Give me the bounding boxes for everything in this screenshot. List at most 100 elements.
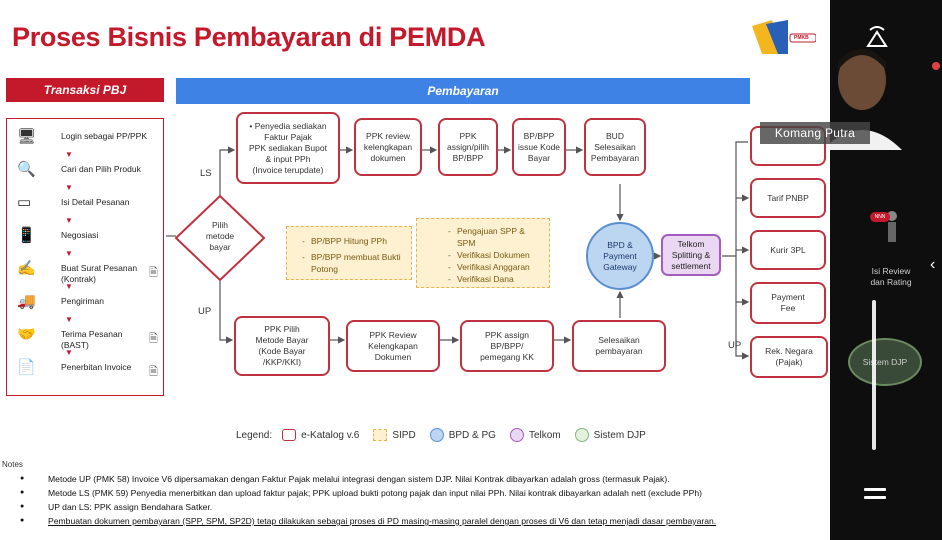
transaksi-step: ▭Isi Detail Pesanan▼ [7, 191, 165, 225]
legend-title: Legend: [236, 429, 273, 441]
legend-label: e-Katalog v.6 [301, 429, 360, 441]
legend-item: SIPD [373, 429, 416, 441]
transaksi-panel: 🖥 Login sebagai PP/PPK ▼ 🔍 Cari dan Pilih Pr… [6, 118, 164, 396]
transaksi-step-label: Cari dan Pilih Produk [61, 164, 141, 174]
sipd-note-item: BP/BPP Hitung PPh [302, 235, 407, 247]
phone-icon: 📱 [17, 227, 36, 244]
legend: Legend: e-Katalog v.6 SIPD BPD & PG Telk… [236, 428, 646, 442]
step-arrow-icon: ▼ [65, 348, 73, 357]
legend-swatch [574, 428, 589, 442]
ls-step-ppk-assign: PPK assign/pilih BP/BPP [438, 118, 498, 176]
ls-step-bud: BUD Selesaikan Pembayaran [584, 118, 646, 176]
note-item: UP dan LS: PPK assign Bendahara Satker. [2, 500, 716, 514]
legend-item: Telkom [509, 428, 561, 442]
sipd-note-item: Verifikasi Dana [448, 273, 545, 285]
transaksi-step: ✍ Buat Surat Pesanan (Kontrak)▼ 🗎 [7, 257, 165, 291]
more-dot-icon[interactable] [932, 62, 940, 70]
ls-step-kode-bayar: BP/BPP issue Kode Bayar [512, 118, 566, 176]
step-arrow-icon: ▼ [65, 315, 73, 324]
sipd-note-spp-list: Pengajuan SPP & SPM Verifikasi Dokumen V… [445, 225, 545, 285]
banner-pembayaran-label: Pembayaran [427, 84, 499, 98]
step-arrow-icon: ▼ [65, 150, 73, 159]
form-icon: ▭ [17, 194, 32, 211]
sistem-djp-label: Sistem DJP [862, 357, 908, 367]
up-step-selesaikan: Selesaikan pembayaran [572, 320, 666, 372]
legend-label: BPD & PG [448, 429, 496, 441]
transaksi-step: 🤝 Terima Pesanan (BAST)▼ 🗎 [7, 323, 165, 357]
transaksi-step-label: Penerbitan Invoice [61, 362, 132, 372]
transaksi-step-label: Isi Detail Pesanan [61, 197, 130, 207]
sipd-note-item: Pengajuan SPP & SPM [448, 225, 545, 249]
step-arrow-icon: ▼ [65, 183, 73, 192]
note-item: Metode LS (PMK 59) Penyedia menerbitkan … [2, 486, 716, 500]
legend-swatch [282, 429, 297, 441]
output-payment-fee: Payment Fee [750, 282, 826, 324]
legend-item: Sistem DJP [574, 428, 646, 442]
chevron-left-icon[interactable]: ‹ [930, 256, 936, 273]
output-kurir: Kurir 3PL [750, 230, 826, 270]
up-step-ppk-review: PPK Review Kelengkapan Dokumen [346, 320, 440, 372]
sipd-note-pph: BP/BPP Hitung PPh BP/BPP membuat Bukti P… [286, 226, 412, 280]
up-step-ppk-assign: PPK assign BP/BPP/ pemegang KK [460, 320, 554, 372]
transaksi-step: 📱 Negosiasi ▼ [7, 224, 165, 258]
search-product-icon: 🔍 [17, 161, 36, 178]
review-text: Isi Review dan Rating [870, 266, 912, 287]
notes-list: Metode UP (PMK 58) Invoice V6 dipersamak… [2, 472, 716, 528]
transaksi-step-label: Terima Pesanan (BAST) [61, 329, 123, 350]
sipd-note-spp: Pengajuan SPP & SPM Verifikasi Dokumen V… [416, 218, 550, 288]
telkom-splitting: Telkom Splitting & settlement [661, 234, 721, 276]
telkom-label: Telkom Splitting & settlement [671, 238, 711, 271]
decision-label: Pilih metode bayar [205, 220, 235, 252]
transaksi-step: 📄Penerbitan Invoice🗎 [7, 356, 165, 386]
cast-icon[interactable] [864, 26, 890, 52]
legend-swatch [373, 429, 388, 441]
slide-area: Proses Bisnis Pembayaran di PEMDA PMKB T… [0, 0, 830, 540]
output-rek-negara: Rek. Negara (Pajak) [750, 336, 828, 378]
transaksi-step-label: Buat Surat Pesanan (Kontrak) [61, 263, 138, 284]
legend-label: Sistem DJP [593, 429, 646, 441]
truck-icon: 🚚 [17, 293, 36, 310]
legend-label: Telkom [528, 429, 561, 441]
transaksi-step: 🔍 Cari dan Pilih Produk ▼ [7, 158, 165, 192]
notes: Notes Metode UP (PMK 58) Invoice V6 dipe… [2, 458, 716, 528]
ls-step-penyedia: • Penyedia sediakan Faktur Pajak PPK sed… [236, 112, 340, 184]
contract-icon: ✍ [17, 260, 36, 277]
sistem-djp-badge: Sistem DJP [848, 338, 922, 386]
step-arrow-icon: ▼ [65, 282, 73, 291]
transaksi-step-label: Pengiriman [61, 296, 104, 306]
note-item: Metode UP (PMK 58) Invoice V6 dipersamak… [2, 472, 716, 486]
document-icon: 🗎 [149, 366, 158, 378]
output-tarif-pnbp: Tarif PNBP [750, 178, 826, 218]
handshake-icon: 🤝 [17, 326, 36, 343]
up-label-right: UP [728, 340, 742, 351]
pmkb-logo: PMKB [752, 20, 817, 54]
ls-label: LS [200, 168, 212, 179]
banner-pembayaran: Pembayaran [176, 78, 750, 104]
step-arrow-icon: ▼ [65, 249, 73, 258]
legend-item: BPD & PG [429, 428, 496, 442]
legend-swatch [509, 428, 524, 442]
transaksi-step: 🖥 Login sebagai PP/PPK ▼ [7, 125, 165, 159]
logo-text: PMKB [794, 35, 809, 41]
transaksi-step-label: Negosiasi [61, 230, 99, 240]
up-step-pilih-metode: PPK Pilih Metode Bayar (Kode Bayar /KKP/… [234, 316, 330, 376]
legend-label: SIPD [392, 429, 416, 441]
up-label: UP [198, 306, 212, 317]
sipd-note-item: Verifikasi Dokumen [448, 249, 545, 261]
banner-transaksi: Transaksi PBJ [6, 78, 164, 102]
banner-transaksi-label: Transaksi PBJ [43, 83, 127, 97]
legend-swatch [429, 428, 444, 442]
decision-diamond [174, 194, 266, 282]
review-badge: NNN [870, 212, 890, 222]
document-icon: 🗎 [149, 267, 158, 279]
menu-icon[interactable] [864, 488, 886, 504]
user-desk-icon: 🖥 [17, 128, 37, 145]
volume-slider[interactable] [872, 300, 876, 450]
participant-name: Komang Putra [760, 122, 870, 144]
bpd-gateway-label: BPD & Payment Gateway [603, 239, 637, 272]
document-icon: 🗎 [149, 333, 158, 345]
sipd-note-pph-list: BP/BPP Hitung PPh BP/BPP membuat Bukti P… [299, 235, 407, 275]
transaksi-step-label: Login sebagai PP/PPK [61, 131, 148, 141]
notes-title: Notes [2, 460, 23, 469]
ls-step-ppk-review: PPK review kelengkapan dokumen [354, 118, 422, 176]
